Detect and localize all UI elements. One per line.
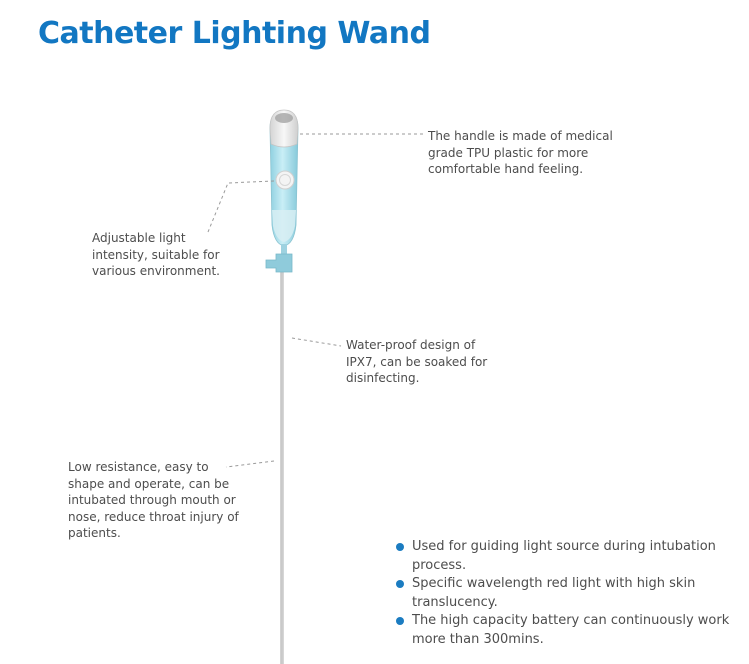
light-lens: [275, 113, 293, 123]
leader-waterproof: [291, 337, 342, 347]
page-title: Catheter Lighting Wand: [38, 16, 431, 51]
feature-text: Specific wavelength red light with high …: [412, 576, 696, 610]
feature-text: Used for guiding light source during int…: [412, 539, 716, 573]
callout-low-resistance: Low resistance, easy to shape and operat…: [68, 460, 239, 540]
handle-neck: [281, 244, 287, 258]
callout-handle-material: The handle is made of medical grade TPU …: [428, 129, 613, 176]
feature-item: Specific wavelength red light with high …: [396, 575, 741, 612]
feature-item: Used for guiding light source during int…: [396, 538, 741, 575]
callout-waterproof: Water-proof design of IPX7, can be soake…: [346, 338, 488, 385]
feature-text: The high capacity battery can continuous…: [412, 613, 730, 647]
connector-clip: [265, 253, 293, 273]
intensity-button-icon: [275, 170, 295, 190]
handle-base-band: [272, 210, 296, 242]
feature-item: The high capacity battery can continuous…: [396, 612, 741, 649]
bullet-dot-icon: [396, 543, 404, 551]
stylet-wire: [280, 262, 284, 664]
leader-resistance: [225, 460, 275, 468]
bullet-dot-icon: [396, 617, 404, 625]
callout-light-intensity: Adjustable light intensity, suitable for…: [92, 231, 220, 278]
bullet-dot-icon: [396, 580, 404, 588]
feature-list: Used for guiding light source during int…: [396, 538, 741, 649]
leader-intensity: [207, 180, 275, 233]
